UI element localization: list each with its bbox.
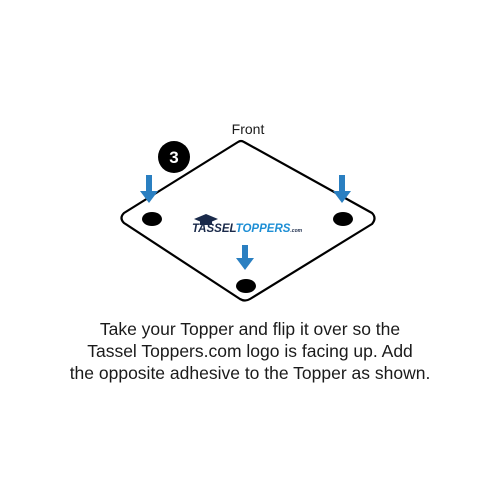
tassel-toppers-logo: TASSELTOPPERS.com xyxy=(192,214,303,235)
arrow-down-icon xyxy=(140,175,158,203)
step-number: 3 xyxy=(169,148,178,167)
instruction-text: Take your Topper and flip it over so the… xyxy=(0,318,500,384)
instruction-line: Tassel Toppers.com logo is facing up. Ad… xyxy=(87,341,413,361)
logo-text-tassel: TASSEL xyxy=(192,223,236,235)
adhesive-dot-right xyxy=(333,212,353,226)
graduation-cap-icon xyxy=(194,214,218,225)
topper-outline xyxy=(120,139,376,302)
adhesive-dot-bottom xyxy=(236,279,256,293)
arrow-down-icon xyxy=(333,175,351,203)
logo-text-toppers: TOPPERS xyxy=(236,223,291,235)
logo-text-suffix: .com xyxy=(290,228,302,234)
front-label: Front xyxy=(232,121,265,137)
adhesive-dot-left xyxy=(142,212,162,226)
arrow-down-icon xyxy=(236,245,254,270)
svg-text:TASSELTOPPERS.com: TASSELTOPPERS.com xyxy=(192,223,303,235)
instruction-line: Take your Topper and flip it over so the xyxy=(99,319,401,339)
instruction-line: the opposite adhesive to the Topper as s… xyxy=(69,363,431,383)
step-badge: 3 xyxy=(158,141,190,173)
